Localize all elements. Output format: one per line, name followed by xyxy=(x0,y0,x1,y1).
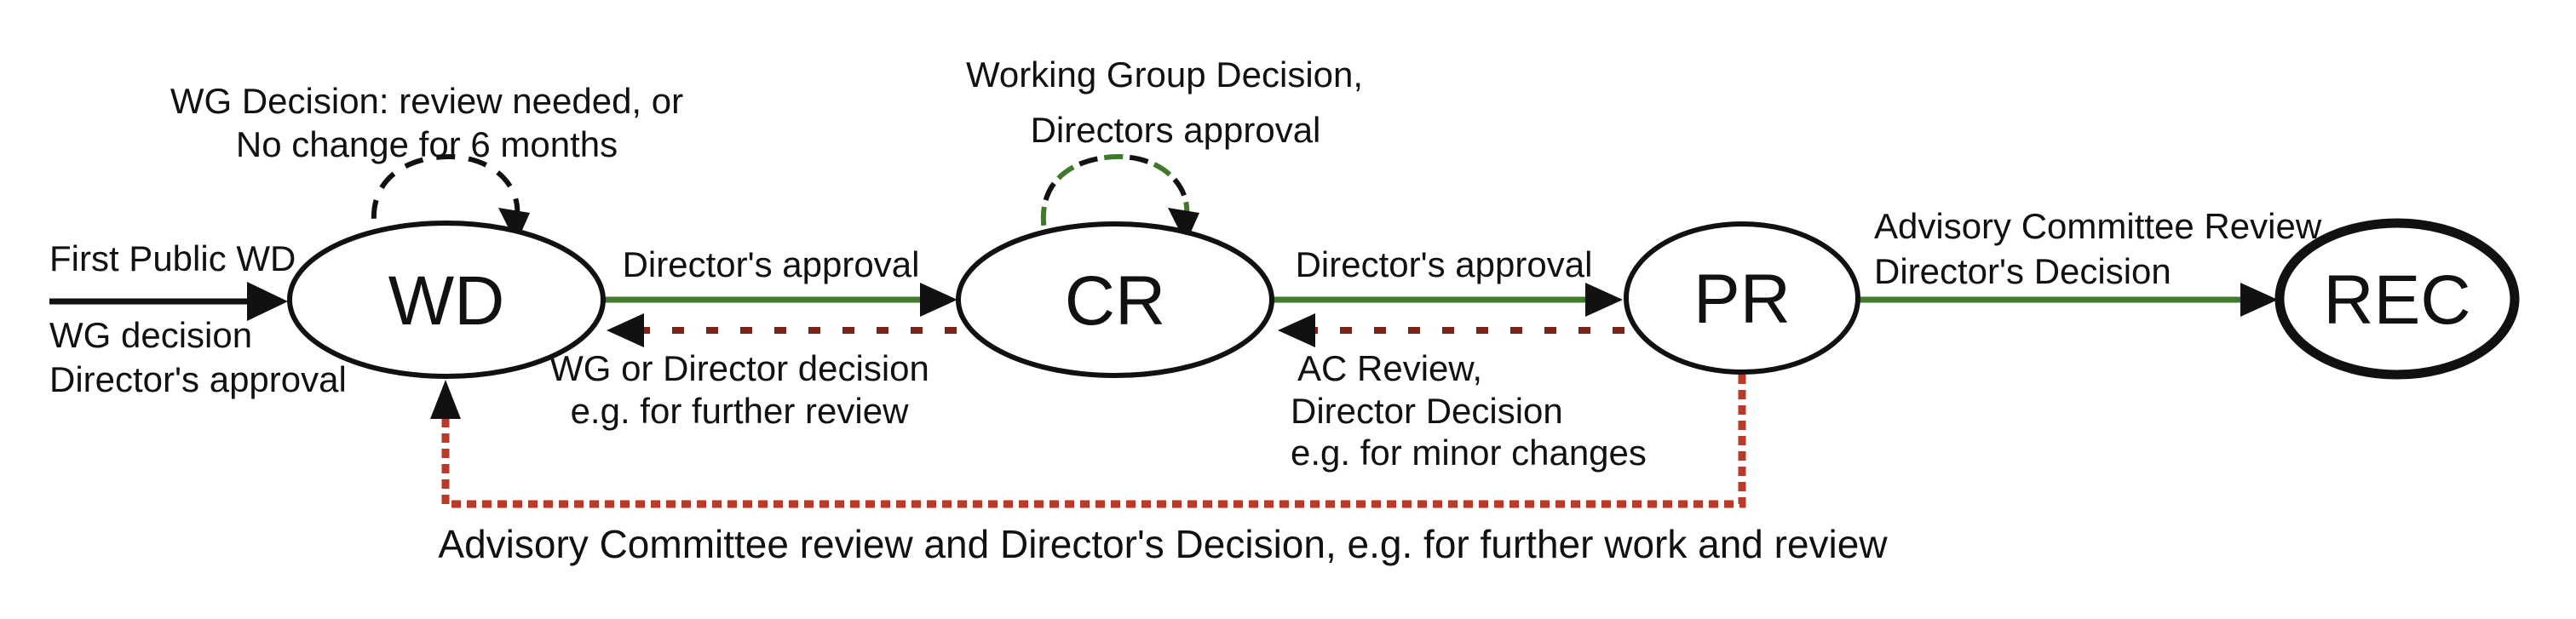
cr-pr-label: Director's approval xyxy=(1296,244,1593,284)
entry-label-below-2: Director's approval xyxy=(49,359,347,399)
pr-wd-arrowhead-icon xyxy=(430,380,461,419)
rec-label: REC xyxy=(2323,261,2470,339)
edge-cr-self-loop: Working Group Decision, Directors approv… xyxy=(966,54,1363,251)
edge-pr-to-rec: Advisory Committee Review Director's Dec… xyxy=(1859,206,2322,317)
cr-self-loop-arc-black xyxy=(1040,153,1190,251)
edge-pr-to-wd: Advisory Committee review and Director's… xyxy=(430,375,1888,566)
entry-arrowhead-icon xyxy=(247,282,288,321)
wd-ellipse xyxy=(287,221,606,379)
wd-cr-label: Director's approval xyxy=(623,244,920,284)
edge-wd-self-loop: WG Decision: review needed, or No change… xyxy=(170,81,683,251)
node-wd: WD xyxy=(287,221,606,379)
pr-cr-label-1: AC Review, xyxy=(1297,348,1482,388)
node-pr: PR xyxy=(1624,221,1860,375)
wd-loop-label-2: No change for 6 months xyxy=(236,124,618,164)
entry-label-above: First Public WD xyxy=(49,238,296,278)
pr-wd-path xyxy=(441,375,1746,508)
pr-cr-label-2: Director Decision xyxy=(1291,391,1563,431)
pr-rec-label-1: Advisory Committee Review xyxy=(1874,206,2322,246)
cr-pr-arrowhead-icon xyxy=(1585,283,1623,317)
wd-loop-label-1: WG Decision: review needed, or xyxy=(170,81,683,121)
pr-ellipse xyxy=(1624,221,1860,375)
cr-wd-label-1: WG or Director decision xyxy=(549,348,929,388)
cr-loop-label-1: Working Group Decision, xyxy=(966,54,1363,95)
pr-wd-label: Advisory Committee review and Director's… xyxy=(438,522,1888,566)
node-rec: REC xyxy=(2274,218,2520,380)
edge-entry: First Public WD WG decision Director's a… xyxy=(49,238,347,399)
cr-ellipse xyxy=(956,221,1274,378)
wd-cr-arrowhead-icon xyxy=(920,283,957,317)
pr-label: PR xyxy=(1693,261,1791,338)
cr-loop-label-2: Directors approval xyxy=(1031,110,1321,150)
cr-wd-arrowhead-icon xyxy=(607,313,644,347)
pr-cr-label-3: e.g. for minor changes xyxy=(1291,433,1647,473)
pr-rec-label-2: Director's Decision xyxy=(1874,251,2171,291)
edge-pr-to-cr: AC Review, Director Decision e.g. for mi… xyxy=(1278,313,1647,473)
pr-cr-arrowhead-icon xyxy=(1278,313,1315,347)
edge-cr-to-wd: WG or Director decision e.g. for further… xyxy=(549,313,957,431)
edge-cr-to-pr: Director's approval xyxy=(1273,244,1623,317)
cr-self-loop-arrowhead-icon xyxy=(1168,208,1199,244)
pr-rec-arrowhead-icon xyxy=(2240,283,2278,317)
wd-label: WD xyxy=(388,262,505,340)
entry-label-below-1: WG decision xyxy=(49,315,252,355)
wd-self-loop-arrowhead-icon xyxy=(498,208,530,244)
node-cr: CR xyxy=(956,221,1274,378)
cr-label: CR xyxy=(1065,262,1165,340)
rec-ellipse xyxy=(2274,218,2520,380)
wd-self-loop-arc xyxy=(371,153,520,251)
cr-self-loop-arc-green xyxy=(1040,153,1190,251)
edge-wd-to-cr: Director's approval xyxy=(605,244,957,317)
cr-wd-label-2: e.g. for further review xyxy=(571,391,909,431)
